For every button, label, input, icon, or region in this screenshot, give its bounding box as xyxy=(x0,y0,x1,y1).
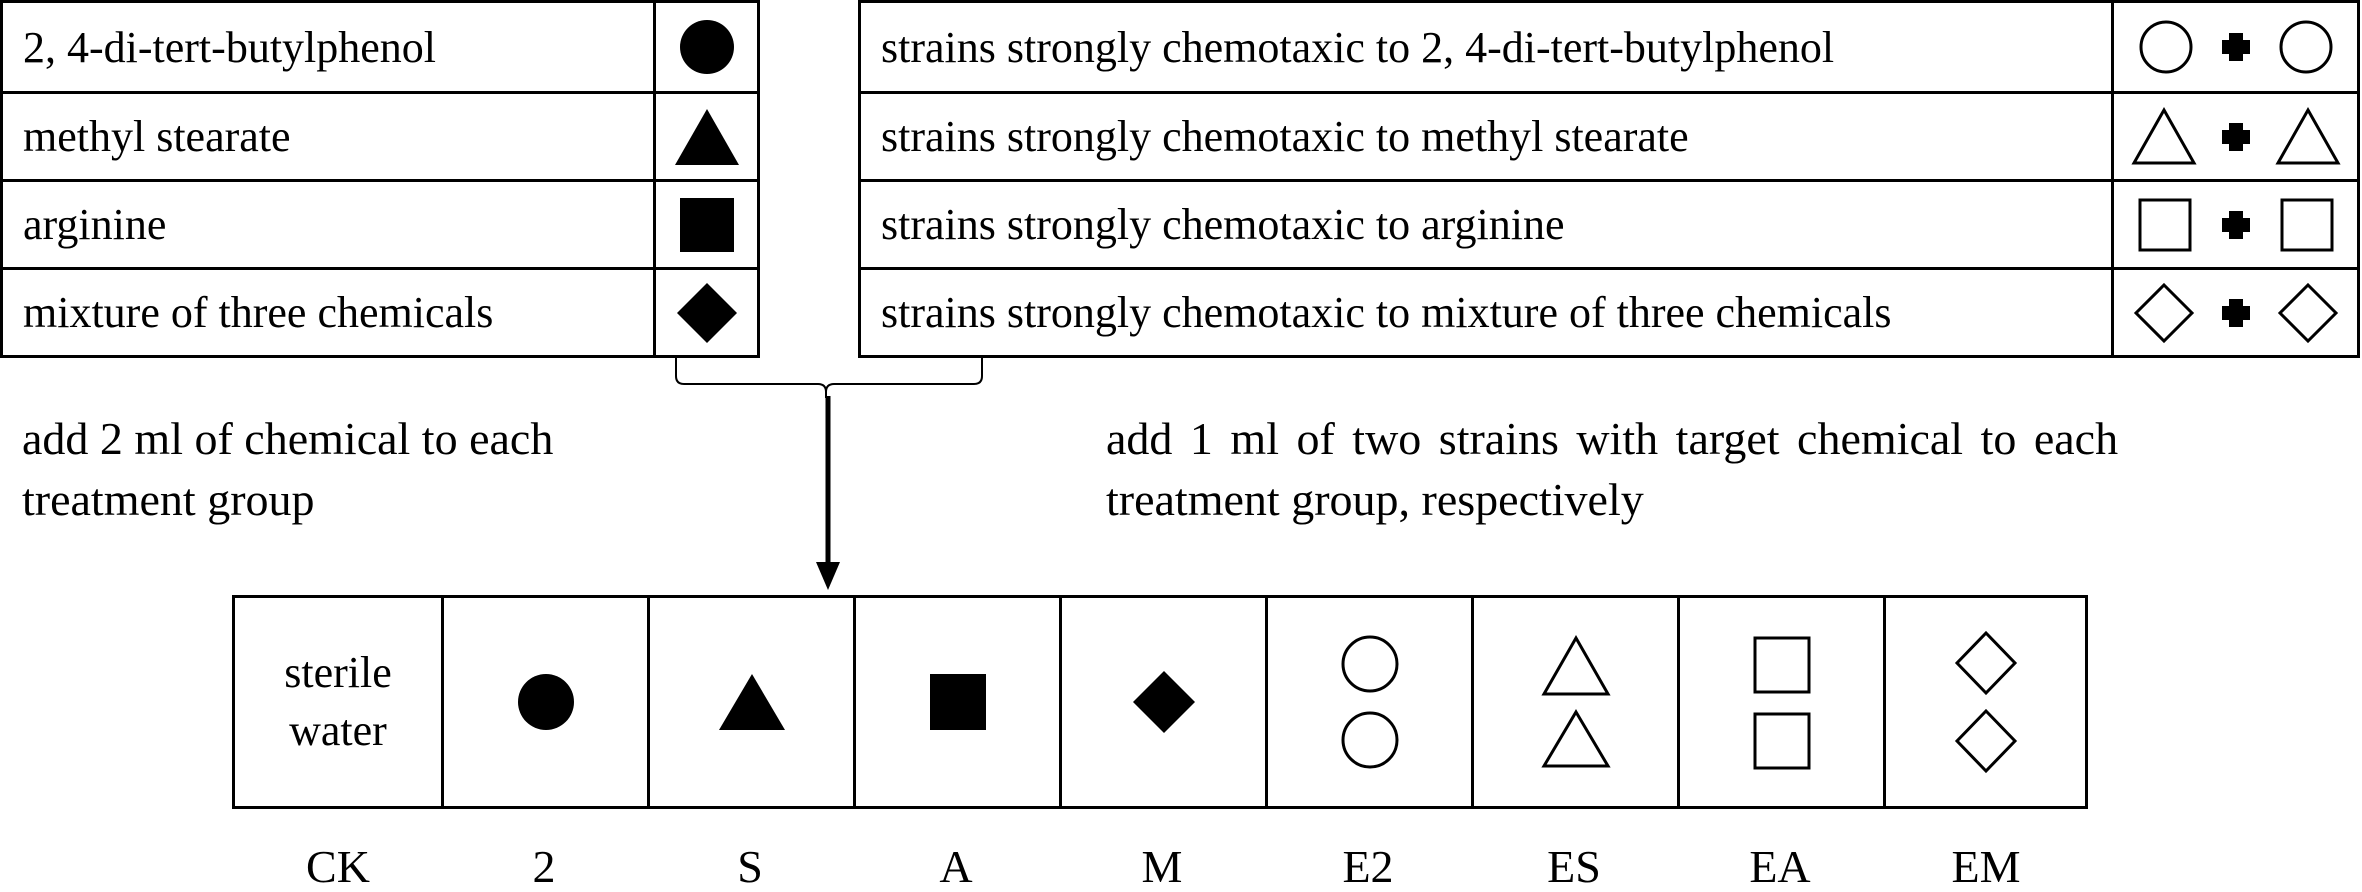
open-diamond-plus-open-diamond-icon xyxy=(2133,282,2338,343)
chemical-legend-table: 2, 4-di-tert-butylphenol methyl stearate… xyxy=(0,0,760,358)
group-label-a: A xyxy=(939,841,973,892)
strain-legend-table: strains strongly chemotaxic to 2, 4-di-t… xyxy=(858,0,2360,358)
strain-legend-symbol-cell xyxy=(2111,182,2357,267)
filled-square-icon xyxy=(679,197,734,252)
chemical-legend-row: methyl stearate xyxy=(3,91,757,179)
strain-legend-label: strains strongly chemotaxic to arginine xyxy=(881,200,1565,249)
group-cell-ea xyxy=(1677,598,1883,806)
chemical-legend-label: mixture of three chemicals xyxy=(23,288,494,337)
group-cell-m xyxy=(1059,598,1265,806)
group-cell-es xyxy=(1471,598,1677,806)
strain-legend-row: strains strongly chemotaxic to 2, 4-di-t… xyxy=(861,3,2357,91)
group-label-s: S xyxy=(737,841,763,892)
open-square-pair-icon xyxy=(1753,636,1810,770)
strain-legend-symbol-cell xyxy=(2111,94,2357,179)
chemical-note-line: add 2 ml of chemical to each xyxy=(22,413,554,464)
down-arrow-head xyxy=(816,562,840,590)
chemical-legend-symbol-cell xyxy=(653,270,757,355)
filled-triangle-icon xyxy=(674,108,739,165)
sterile-water-line: sterile xyxy=(284,648,392,697)
sterile-water-label: sterile water xyxy=(284,644,392,760)
group-cell-2 xyxy=(441,598,647,806)
chemical-legend-symbol-cell xyxy=(653,182,757,267)
chemical-legend-label: 2, 4-di-tert-butylphenol xyxy=(23,22,437,72)
open-square-plus-open-square-icon xyxy=(2138,198,2333,251)
group-label-ea: EA xyxy=(1749,841,1811,892)
strain-note: add 1 ml of two strains with target chem… xyxy=(1106,408,2118,530)
open-triangle-pair-icon xyxy=(1540,634,1611,768)
chemical-legend-label: methyl stearate xyxy=(23,112,291,161)
filled-diamond-icon xyxy=(1132,671,1195,733)
group-cell-a xyxy=(853,598,1059,806)
chemical-note-line: treatment group xyxy=(22,474,315,525)
sterile-water-line: water xyxy=(289,706,387,755)
strain-legend-symbol-cell xyxy=(2111,270,2357,355)
group-label-2: 2 xyxy=(532,841,556,892)
open-triangle-plus-open-triangle-icon xyxy=(2130,106,2341,164)
strain-legend-symbol-cell xyxy=(2111,3,2357,91)
chemical-legend-label: arginine xyxy=(23,200,167,249)
chemical-legend-symbol-cell xyxy=(653,94,757,179)
group-cell-s xyxy=(647,598,853,806)
open-circle-pair-icon xyxy=(1341,635,1398,769)
group-cell-em xyxy=(1883,598,2085,806)
group-label-ck: CK xyxy=(306,841,370,892)
open-circle-plus-open-circle-icon xyxy=(2139,20,2332,74)
group-label-e2: E2 xyxy=(1342,841,1394,892)
strain-note-line: add 1 ml of two strains with target chem… xyxy=(1106,413,2119,464)
chemical-note: add 2 ml of chemical to each treatment g… xyxy=(22,408,553,530)
strain-legend-row: strains strongly chemotaxic to methyl st… xyxy=(861,91,2357,179)
strain-legend-label: strains strongly chemotaxic to mixture o… xyxy=(881,288,1892,337)
strain-legend-row: strains strongly chemotaxic to mixture o… xyxy=(861,267,2357,355)
filled-diamond-icon xyxy=(676,282,737,343)
filled-square-icon xyxy=(929,674,986,730)
strain-legend-label: strains strongly chemotaxic to 2, 4-di-t… xyxy=(881,22,1835,72)
treatment-groups-table: sterile water xyxy=(232,595,2088,809)
open-diamond-pair-icon xyxy=(1954,630,2017,774)
filled-triangle-icon xyxy=(718,674,785,730)
strain-legend-label: strains strongly chemotaxic to methyl st… xyxy=(881,112,1689,161)
chemical-legend-row: 2, 4-di-tert-butylphenol xyxy=(3,3,757,91)
chemical-legend-row: arginine xyxy=(3,179,757,267)
group-label-m: M xyxy=(1141,841,1183,892)
merge-bracket xyxy=(675,357,983,398)
group-cell-e2 xyxy=(1265,598,1471,806)
group-label-es: ES xyxy=(1547,841,1601,892)
strain-legend-row: strains strongly chemotaxic to arginine xyxy=(861,179,2357,267)
filled-circle-icon xyxy=(679,20,734,74)
group-label-em: EM xyxy=(1951,841,2021,892)
group-cell-ck: sterile water xyxy=(235,598,441,806)
chemical-legend-row: mixture of three chemicals xyxy=(3,267,757,355)
strain-note-line: treatment group, respectively xyxy=(1106,474,1644,525)
chemical-legend-symbol-cell xyxy=(653,3,757,91)
filled-circle-icon xyxy=(517,674,574,730)
